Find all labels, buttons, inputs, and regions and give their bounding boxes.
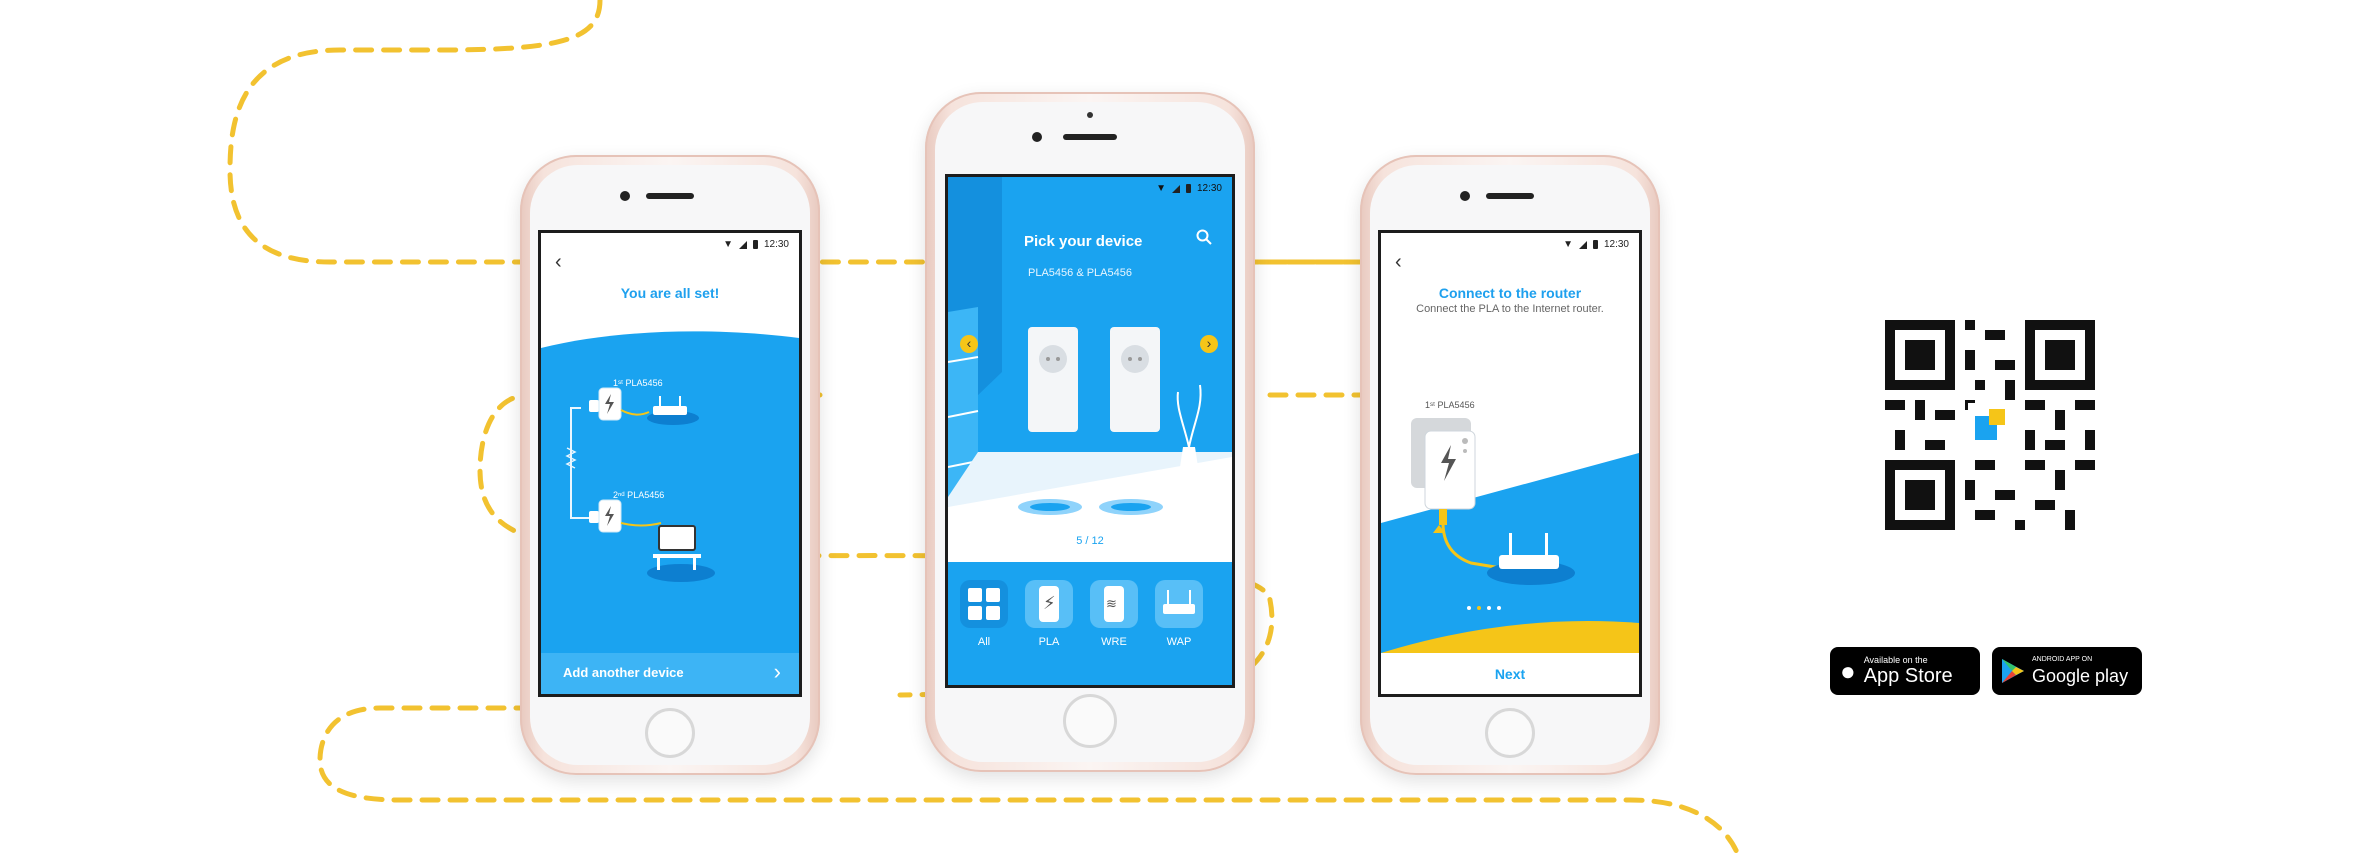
signal-icon [1171,184,1180,193]
back-icon[interactable]: ‹ [555,251,562,273]
device-subtitle: PLA5456 & PLA5456 [1028,267,1132,279]
category-wap[interactable]: WAP [1155,580,1207,668]
screen-right: ▼ 12:30 ‹ Connect to the router Connect … [1378,230,1642,697]
status-time: 12:30 [763,239,789,250]
home-button[interactable] [1485,708,1535,758]
back-icon[interactable]: ‹ [1395,251,1402,273]
google-play-caption: ANDROID APP ON [2032,656,2093,663]
device2-label: 2ⁿᵈ PLA5456 [613,490,665,500]
status-time: 12:30 [1196,183,1222,194]
status-bar: ▼ 12:30 [1156,183,1222,194]
app-store-label: App Store [1863,665,1953,687]
phone-center: ▼ 12:30 Pick your device PLA5456 & PLA54… [925,92,1255,772]
chevron-right-icon: › [773,659,781,684]
pager-indicator: 5 / 12 [1076,535,1104,547]
home-button[interactable] [645,708,695,758]
google-play-button[interactable]: ANDROID APP ON Google play [1992,647,2142,695]
home-button[interactable] [1063,694,1117,748]
category-wre[interactable]: ≋ WRE [1090,580,1142,668]
page-title: Connect to the router [1438,285,1582,301]
wifi-icon: ▼ [1563,239,1573,250]
room-wall-shelf [948,177,1232,515]
app-store-caption: Available on the [1863,655,1928,665]
device-label: 1ˢᵗ PLA5456 [1425,400,1475,410]
speaker [1486,193,1534,199]
category-label: WAP [1166,636,1192,648]
google-play-label: Google play [2032,666,2129,686]
next-label: Next [1494,666,1526,682]
prev-arrow-icon[interactable]: ‹ [960,335,978,353]
connect-illustration [1381,418,1639,653]
grid-icon [960,580,1008,628]
qr-code [1885,320,2095,530]
front-camera [620,191,630,201]
device1-label: 1ˢᵗ PLA5456 [613,378,663,388]
speaker [1063,134,1117,140]
apple-icon: ● [1840,656,1856,686]
category-label: All [977,636,991,648]
google-play-icon [2002,659,2024,683]
add-device-button[interactable]: Add another device › [541,653,799,694]
page-subtitle: Connect the PLA to the Internet router. [1416,303,1604,315]
search-icon[interactable] [1196,229,1212,245]
speaker [646,193,694,199]
access-point-icon [1155,580,1203,628]
setup-illustration [541,331,799,658]
battery-icon [752,240,758,249]
battery-icon [1592,240,1598,249]
app-store-button[interactable]: ● Available on the App Store [1830,647,1980,695]
category-all[interactable]: All [960,580,1012,668]
front-camera [1032,132,1042,142]
next-button[interactable]: Next [1381,655,1639,694]
category-bar: All ⚡ PLA ≋ WRE [948,562,1232,685]
status-time: 12:30 [1603,239,1629,250]
status-bar: ▼ 12:30 [1563,239,1629,250]
powerline-icon: ⚡ [1025,580,1073,628]
top-sensor [1087,112,1093,118]
screen-center: ▼ 12:30 Pick your device PLA5456 & PLA54… [945,174,1235,688]
category-label: WRE [1101,636,1127,648]
extender-icon: ≋ [1090,580,1138,628]
phone-left: ▼ 12:30 ‹ You are all set! [520,155,820,775]
category-pla[interactable]: ⚡ PLA [1025,580,1077,668]
signal-icon [738,240,747,249]
wifi-icon: ▼ [723,239,733,250]
page-title: Pick your device [1024,233,1143,250]
front-camera [1460,191,1470,201]
next-arrow-icon[interactable]: › [1200,335,1218,353]
category-label: PLA [1038,636,1060,648]
battery-icon [1185,184,1191,193]
phone-right: ▼ 12:30 ‹ Connect to the router Connect … [1360,155,1660,775]
screen-left: ▼ 12:30 ‹ You are all set! [538,230,802,697]
signal-icon [1578,240,1587,249]
status-bar: ▼ 12:30 [723,239,789,250]
page-title: You are all set! [620,285,720,301]
add-device-label: Add another device [563,665,684,680]
wifi-icon: ▼ [1156,183,1166,194]
